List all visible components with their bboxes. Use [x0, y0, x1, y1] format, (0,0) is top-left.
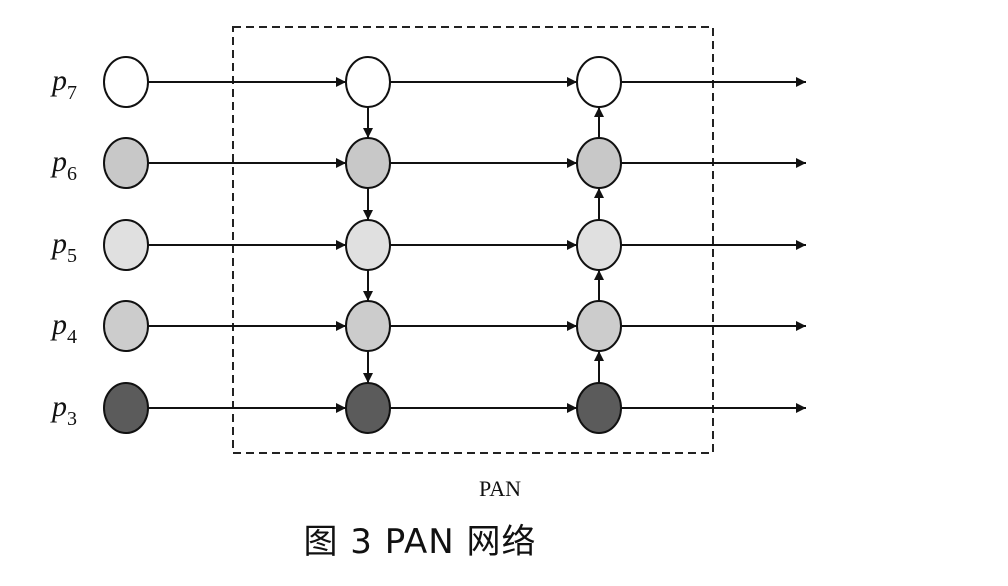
node-p6-bottomup — [576, 137, 622, 189]
row-label-p5: p5 — [50, 227, 77, 267]
node-p5-input — [103, 219, 149, 271]
node-p4-input — [103, 300, 149, 352]
node-p7-topdown — [345, 56, 391, 108]
node-p5-bottomup — [576, 219, 622, 271]
node-p7-input — [103, 56, 149, 108]
pan-dashed-box — [232, 26, 714, 454]
node-p3-input — [103, 382, 149, 434]
figure-caption: 图 3 PAN 网络 — [303, 522, 537, 562]
node-p5-topdown — [345, 219, 391, 271]
node-p4-topdown — [345, 300, 391, 352]
node-p6-topdown — [345, 137, 391, 189]
node-p7-bottomup — [576, 56, 622, 108]
row-label-p6: p6 — [50, 145, 77, 185]
pan-box-label: PAN — [479, 476, 521, 501]
row-label-p4: p4 — [50, 308, 77, 348]
node-p4-bottomup — [576, 300, 622, 352]
row-label-p3: p3 — [50, 390, 77, 430]
node-p6-input — [103, 137, 149, 189]
node-p3-topdown — [345, 382, 391, 434]
row-label-p7: p7 — [50, 64, 77, 104]
node-p3-bottomup — [576, 382, 622, 434]
